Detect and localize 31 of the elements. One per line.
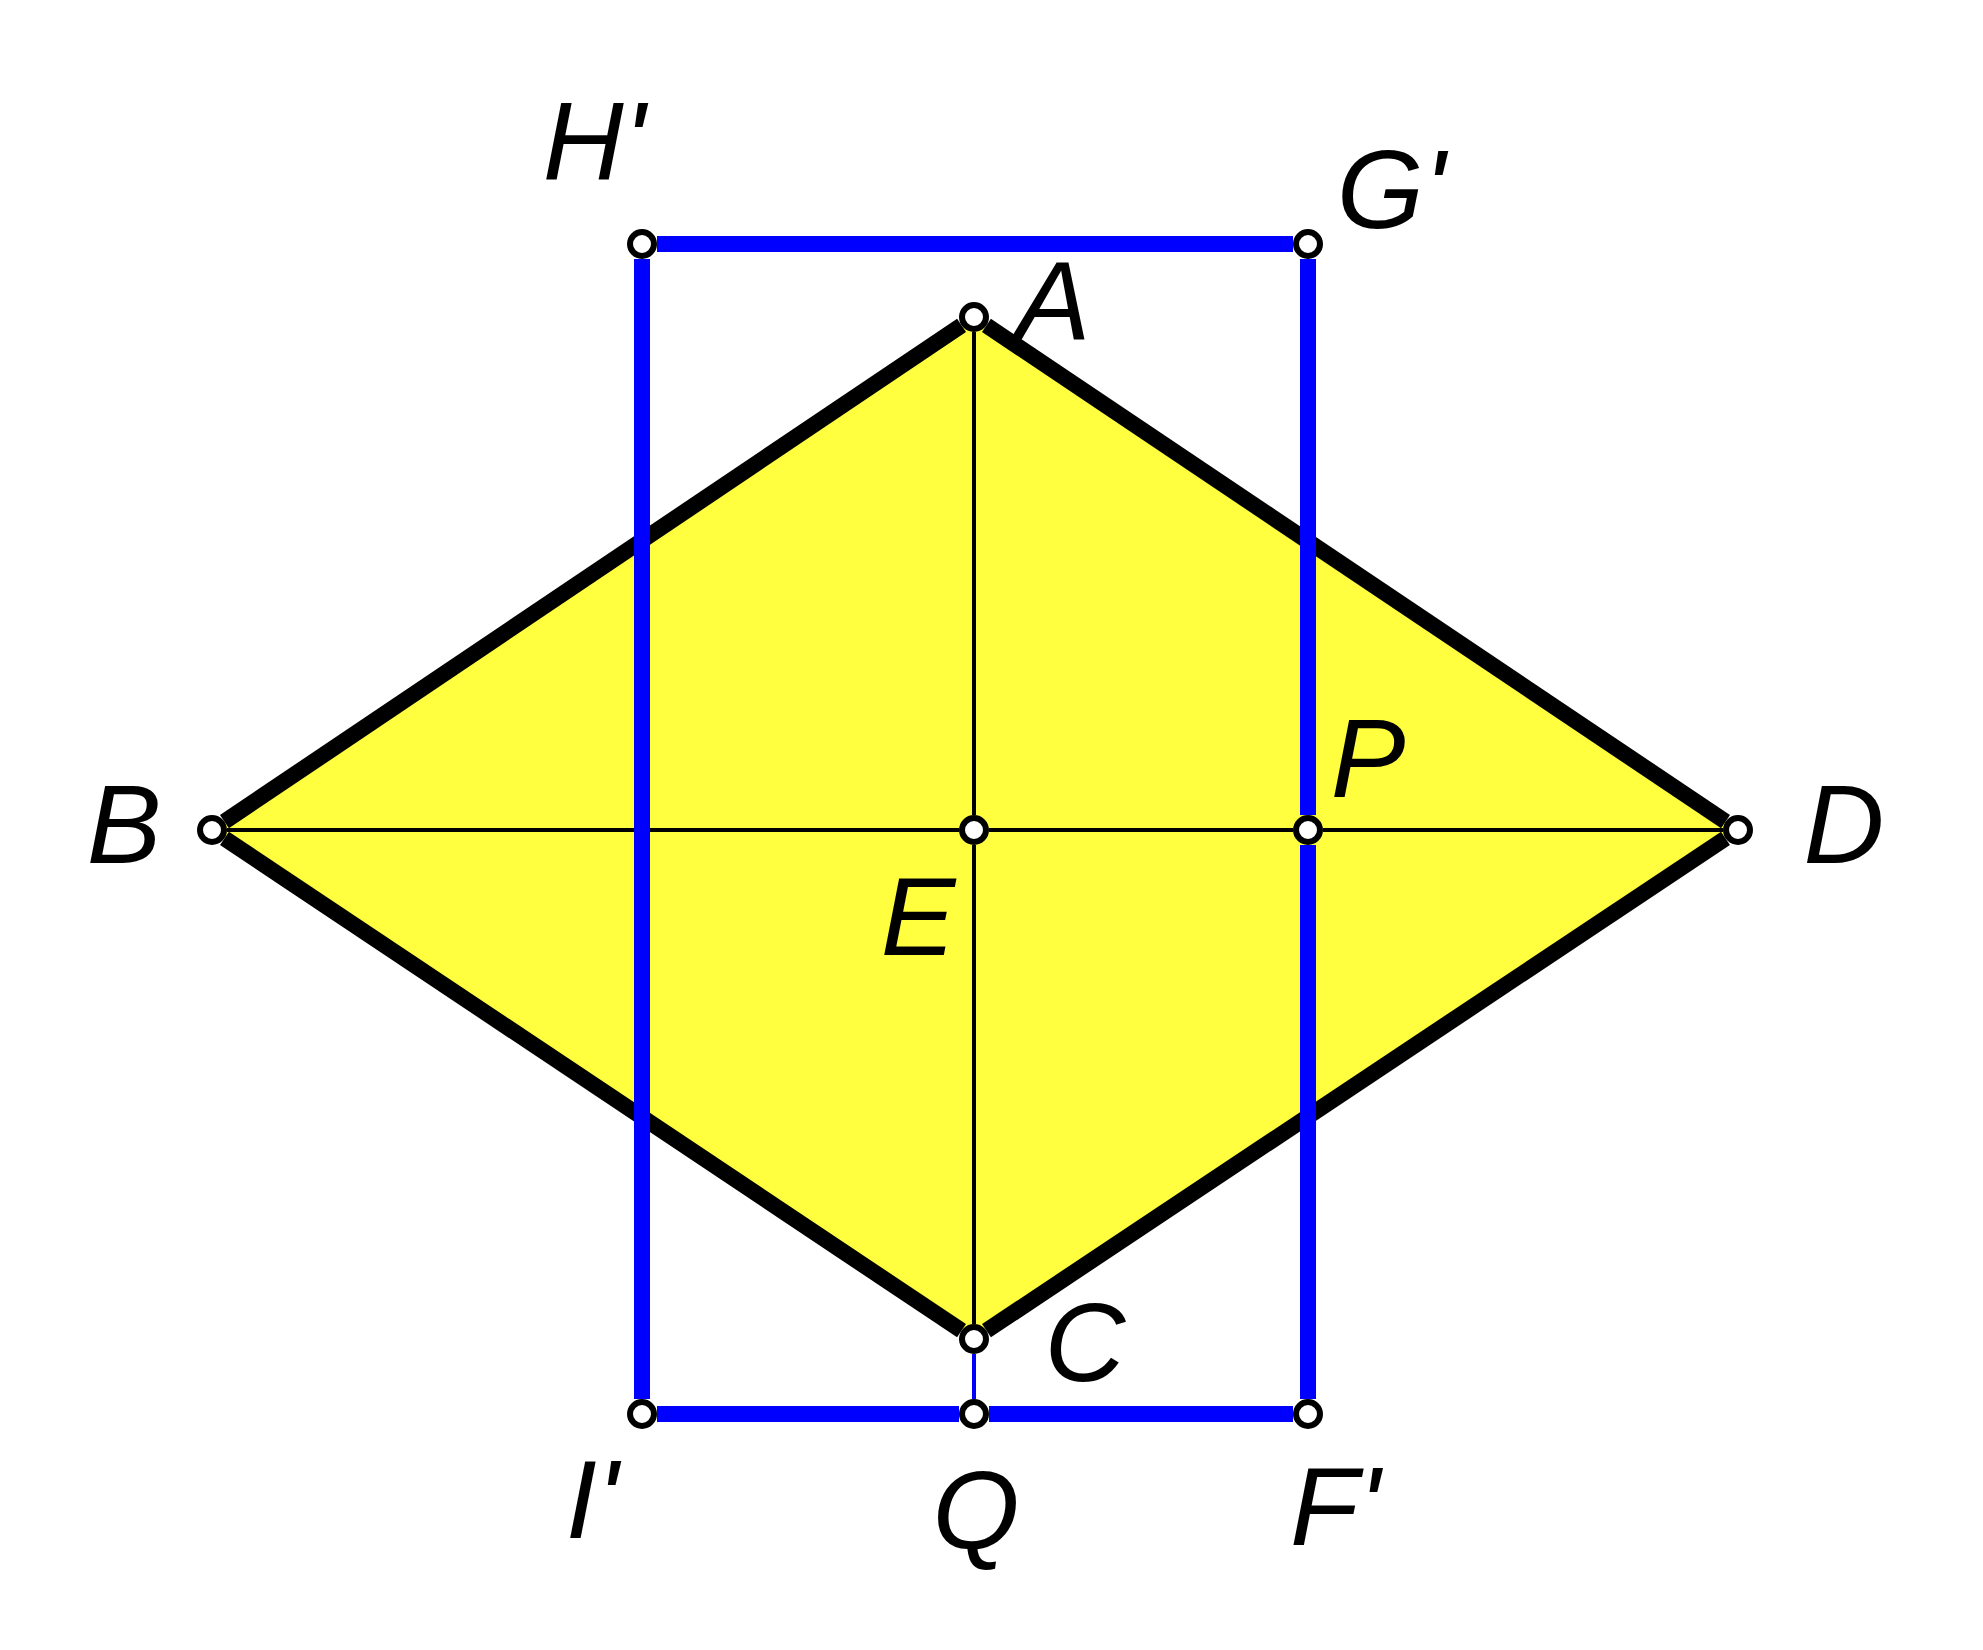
line-segment bbox=[972, 1354, 976, 1399]
point-label: P bbox=[1330, 703, 1406, 815]
point-label: A bbox=[1015, 245, 1091, 357]
point-marker bbox=[627, 229, 657, 259]
point-label: E bbox=[880, 861, 956, 973]
point-marker bbox=[627, 1399, 657, 1429]
line-segment bbox=[220, 831, 966, 1338]
line-segment bbox=[982, 318, 1730, 829]
point-marker bbox=[197, 815, 227, 845]
point-marker bbox=[1293, 229, 1323, 259]
point-marker bbox=[1293, 1399, 1323, 1429]
line-segment bbox=[219, 318, 967, 829]
point-label: D bbox=[1803, 769, 1885, 881]
line-segment bbox=[972, 332, 976, 815]
line-segment bbox=[982, 831, 1730, 1338]
line-segment bbox=[989, 828, 1293, 832]
line-segment bbox=[657, 1406, 959, 1422]
point-marker bbox=[959, 302, 989, 332]
line-segment bbox=[657, 236, 1293, 252]
point-marker bbox=[959, 1324, 989, 1354]
point-marker bbox=[959, 1399, 989, 1429]
point-label: B bbox=[86, 769, 162, 881]
line-segment bbox=[1300, 845, 1316, 1399]
line-segment bbox=[989, 1406, 1293, 1422]
line-segment bbox=[1323, 828, 1723, 832]
line-segment bbox=[634, 259, 650, 1399]
line-segment bbox=[227, 828, 959, 832]
line-segment bbox=[972, 845, 976, 1324]
point-marker bbox=[1723, 815, 1753, 845]
point-label: C bbox=[1044, 1287, 1126, 1399]
line-segment bbox=[1300, 259, 1316, 815]
